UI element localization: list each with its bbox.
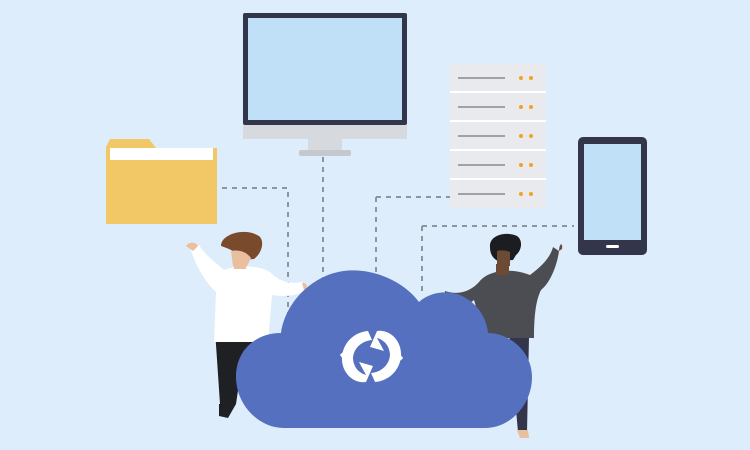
tablet-icon (578, 137, 647, 255)
cloud-icon (236, 270, 532, 428)
monitor-icon (243, 13, 407, 156)
server-rack-icon (450, 64, 546, 208)
folder-icon (106, 139, 217, 224)
tablet-connector (421, 225, 574, 292)
server-connector (375, 196, 450, 292)
sync-icon (340, 330, 403, 383)
